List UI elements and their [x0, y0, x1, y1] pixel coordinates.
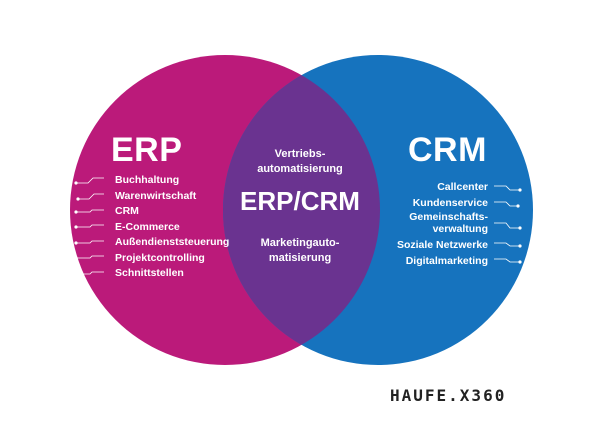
- crm-title: CRM: [408, 131, 487, 169]
- erp-item: Warenwirtschaft: [115, 189, 197, 202]
- erp-leader-dots: [74, 181, 80, 276]
- erp-item: Außendienststeuerung: [115, 236, 230, 248]
- erp-item: Projektcontrolling: [115, 251, 205, 264]
- crm-leader-dots: [516, 188, 522, 264]
- overlap-title: ERP/CRM: [240, 186, 360, 216]
- erp-item: CRM: [115, 205, 139, 217]
- overlap-top-text: Vertriebs- automatisierung: [257, 148, 343, 175]
- erp-item: Schnittstellen: [115, 267, 184, 279]
- erp-leader-lines: [76, 177, 104, 275]
- crm-feature-list: Callcenter Kundenservice Gemeinschafts- …: [390, 180, 488, 269]
- crm-item: Digitalmarketing: [405, 254, 488, 267]
- haufe-logo: HAUFE.X360: [390, 386, 507, 405]
- overlap-region: [223, 55, 380, 365]
- crm-item: Soziale Netzwerke: [396, 239, 488, 251]
- crm-item: Kundenservice: [412, 196, 488, 209]
- erp-feature-list: Buchhaltung Warenwirtschaft CRM E-Commer…: [115, 173, 229, 282]
- overlap-bottom-text: Marketingauto- matisierung: [260, 237, 340, 264]
- erp-title: ERP: [111, 131, 183, 169]
- erp-item: Buchhaltung: [115, 174, 180, 186]
- crm-item: Gemeinschafts- verwaltung: [409, 211, 488, 235]
- crm-item: Callcenter: [437, 181, 488, 193]
- crm-leader-lines: [494, 185, 520, 263]
- erp-item: E-Commerce: [115, 220, 180, 233]
